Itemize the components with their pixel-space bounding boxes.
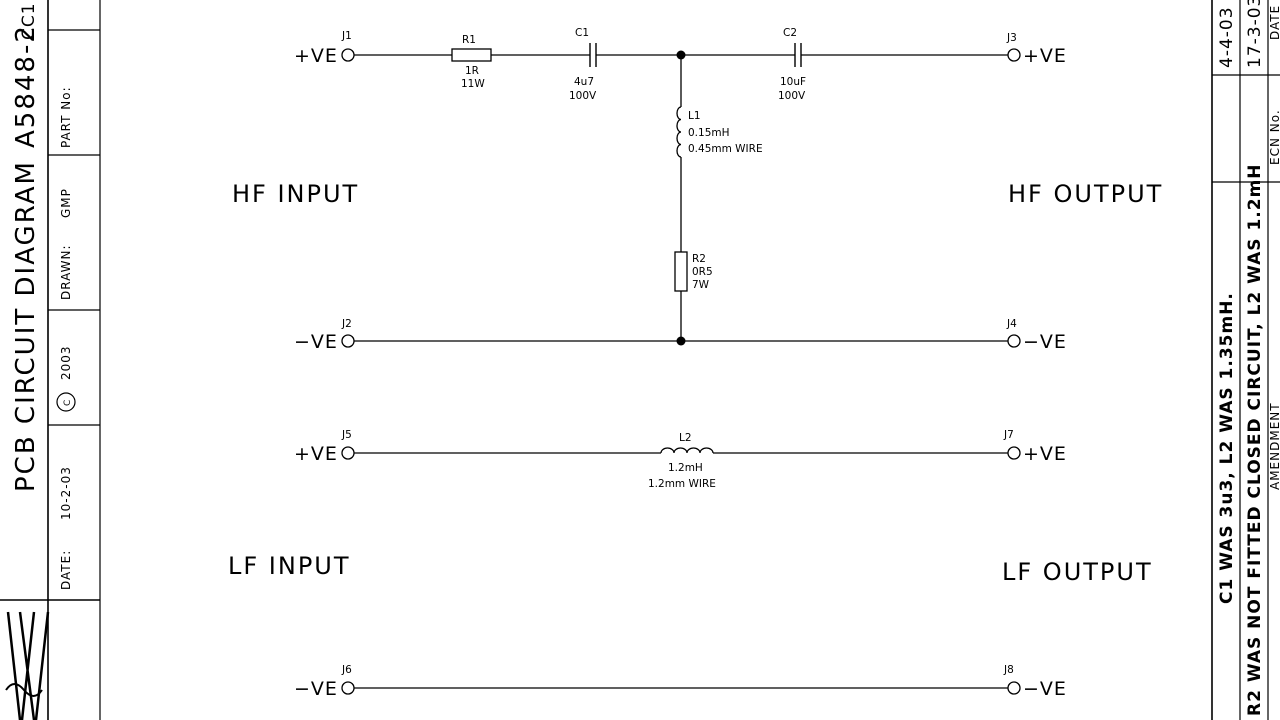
drawing-title: PCB CIRCUIT DIAGRAM (11, 160, 41, 492)
date-header: DATE (1268, 5, 1280, 40)
junction-dot-top (676, 50, 686, 60)
amendment-row-2-date: 17-3-03 (1245, 0, 1265, 68)
copyright-icon (56, 392, 76, 412)
r2-rating: 7W (692, 279, 710, 291)
j3-ref: J3 (1006, 32, 1017, 44)
date-value: 10-2-03 (59, 466, 73, 520)
l2-inductor (660, 447, 714, 454)
amendment-row-1: C1 WAS 3u3, L2 WAS 1.35mH. (1217, 292, 1237, 604)
j2-terminal (341, 334, 355, 348)
j6-terminal (341, 681, 355, 695)
r1-ref: R1 (462, 34, 476, 46)
j1-ref: J1 (341, 30, 352, 42)
j8-polarity: −VE (1023, 678, 1067, 700)
amendment-row-1-date: 4-4-03 (1217, 6, 1237, 68)
j5-ref: J5 (341, 429, 352, 441)
j4-terminal (1007, 334, 1021, 348)
j3-terminal (1007, 48, 1021, 62)
j7-terminal (1007, 446, 1021, 460)
amendment-block: C1 WAS 3u3, L2 WAS 1.35mH. 4-4-03 R2 WAS… (1211, 0, 1280, 720)
j8-ref: J8 (1003, 664, 1014, 676)
l2-value: 1.2mH (668, 462, 703, 474)
copyright-year: 2003 (59, 345, 73, 380)
j4-ref: J4 (1006, 318, 1017, 330)
lf-output-label: LF OUTPUT (1002, 558, 1153, 586)
r2-value: 0R5 (692, 266, 713, 278)
l1-inductor (676, 106, 682, 158)
l2-ref: L2 (679, 432, 692, 444)
c2-value: 10uF (780, 76, 806, 88)
lf-input-label: LF INPUT (228, 552, 351, 580)
c2-rating: 100V (778, 90, 806, 102)
r1-rating: 11W (461, 78, 485, 90)
c1-capacitor (589, 43, 597, 67)
l1-value: 0.15mH (688, 127, 730, 139)
part-number: A5848-2 (11, 24, 41, 148)
l2-wire: 1.2mm WIRE (648, 478, 716, 490)
j6-polarity: −VE (294, 678, 338, 700)
c1-value: 4u7 (574, 76, 594, 88)
part-code: CC1 (19, 2, 39, 40)
date-label: DATE: (59, 550, 73, 590)
j7-ref: J7 (1003, 429, 1014, 441)
l1-wire: 0.45mm WIRE (688, 143, 763, 155)
j7-polarity: +VE (1023, 443, 1067, 465)
hf-output-label: HF OUTPUT (1008, 180, 1163, 208)
j6-ref: J6 (341, 664, 352, 676)
copyright-symbol: C (63, 400, 73, 406)
j2-ref: J2 (341, 318, 352, 330)
title-block: A5848-2 CC1 PART No: PCB CIRCUIT DIAGRAM… (0, 0, 101, 720)
amendment-header: AMENDMENT (1268, 402, 1280, 490)
c1-ref: C1 (575, 27, 589, 39)
r1-resistor (451, 48, 492, 62)
r2-ref: R2 (692, 253, 706, 265)
j2-polarity: −VE (294, 331, 338, 353)
r1-value: 1R (465, 65, 479, 77)
drawn-by: GMP (59, 188, 73, 218)
amendment-row-2: R2 WAS NOT FITTED CLOSED CIRCUIT, L2 WAS… (1245, 163, 1265, 716)
l1-ref: L1 (688, 110, 701, 122)
r2-resistor (674, 251, 688, 292)
hf-input-label: HF INPUT (232, 180, 359, 208)
ecn-header: ECN No. (1268, 109, 1280, 165)
drawn-label: DRAWN: (59, 244, 73, 300)
hf-wiring (354, 54, 1008, 342)
lf-wiring (354, 452, 1008, 689)
company-logo (5, 611, 50, 720)
j8-terminal (1007, 681, 1021, 695)
j1-polarity: +VE (294, 45, 338, 67)
j5-polarity: +VE (294, 443, 338, 465)
junction-dot-bottom (676, 336, 686, 346)
j1-terminal (341, 48, 355, 62)
j3-polarity: +VE (1023, 45, 1067, 67)
j5-terminal (341, 446, 355, 460)
c2-ref: C2 (783, 27, 797, 39)
part-no-label: PART No: (59, 86, 73, 148)
j4-polarity: −VE (1023, 331, 1067, 353)
c2-capacitor (794, 43, 802, 67)
c1-rating: 100V (569, 90, 597, 102)
